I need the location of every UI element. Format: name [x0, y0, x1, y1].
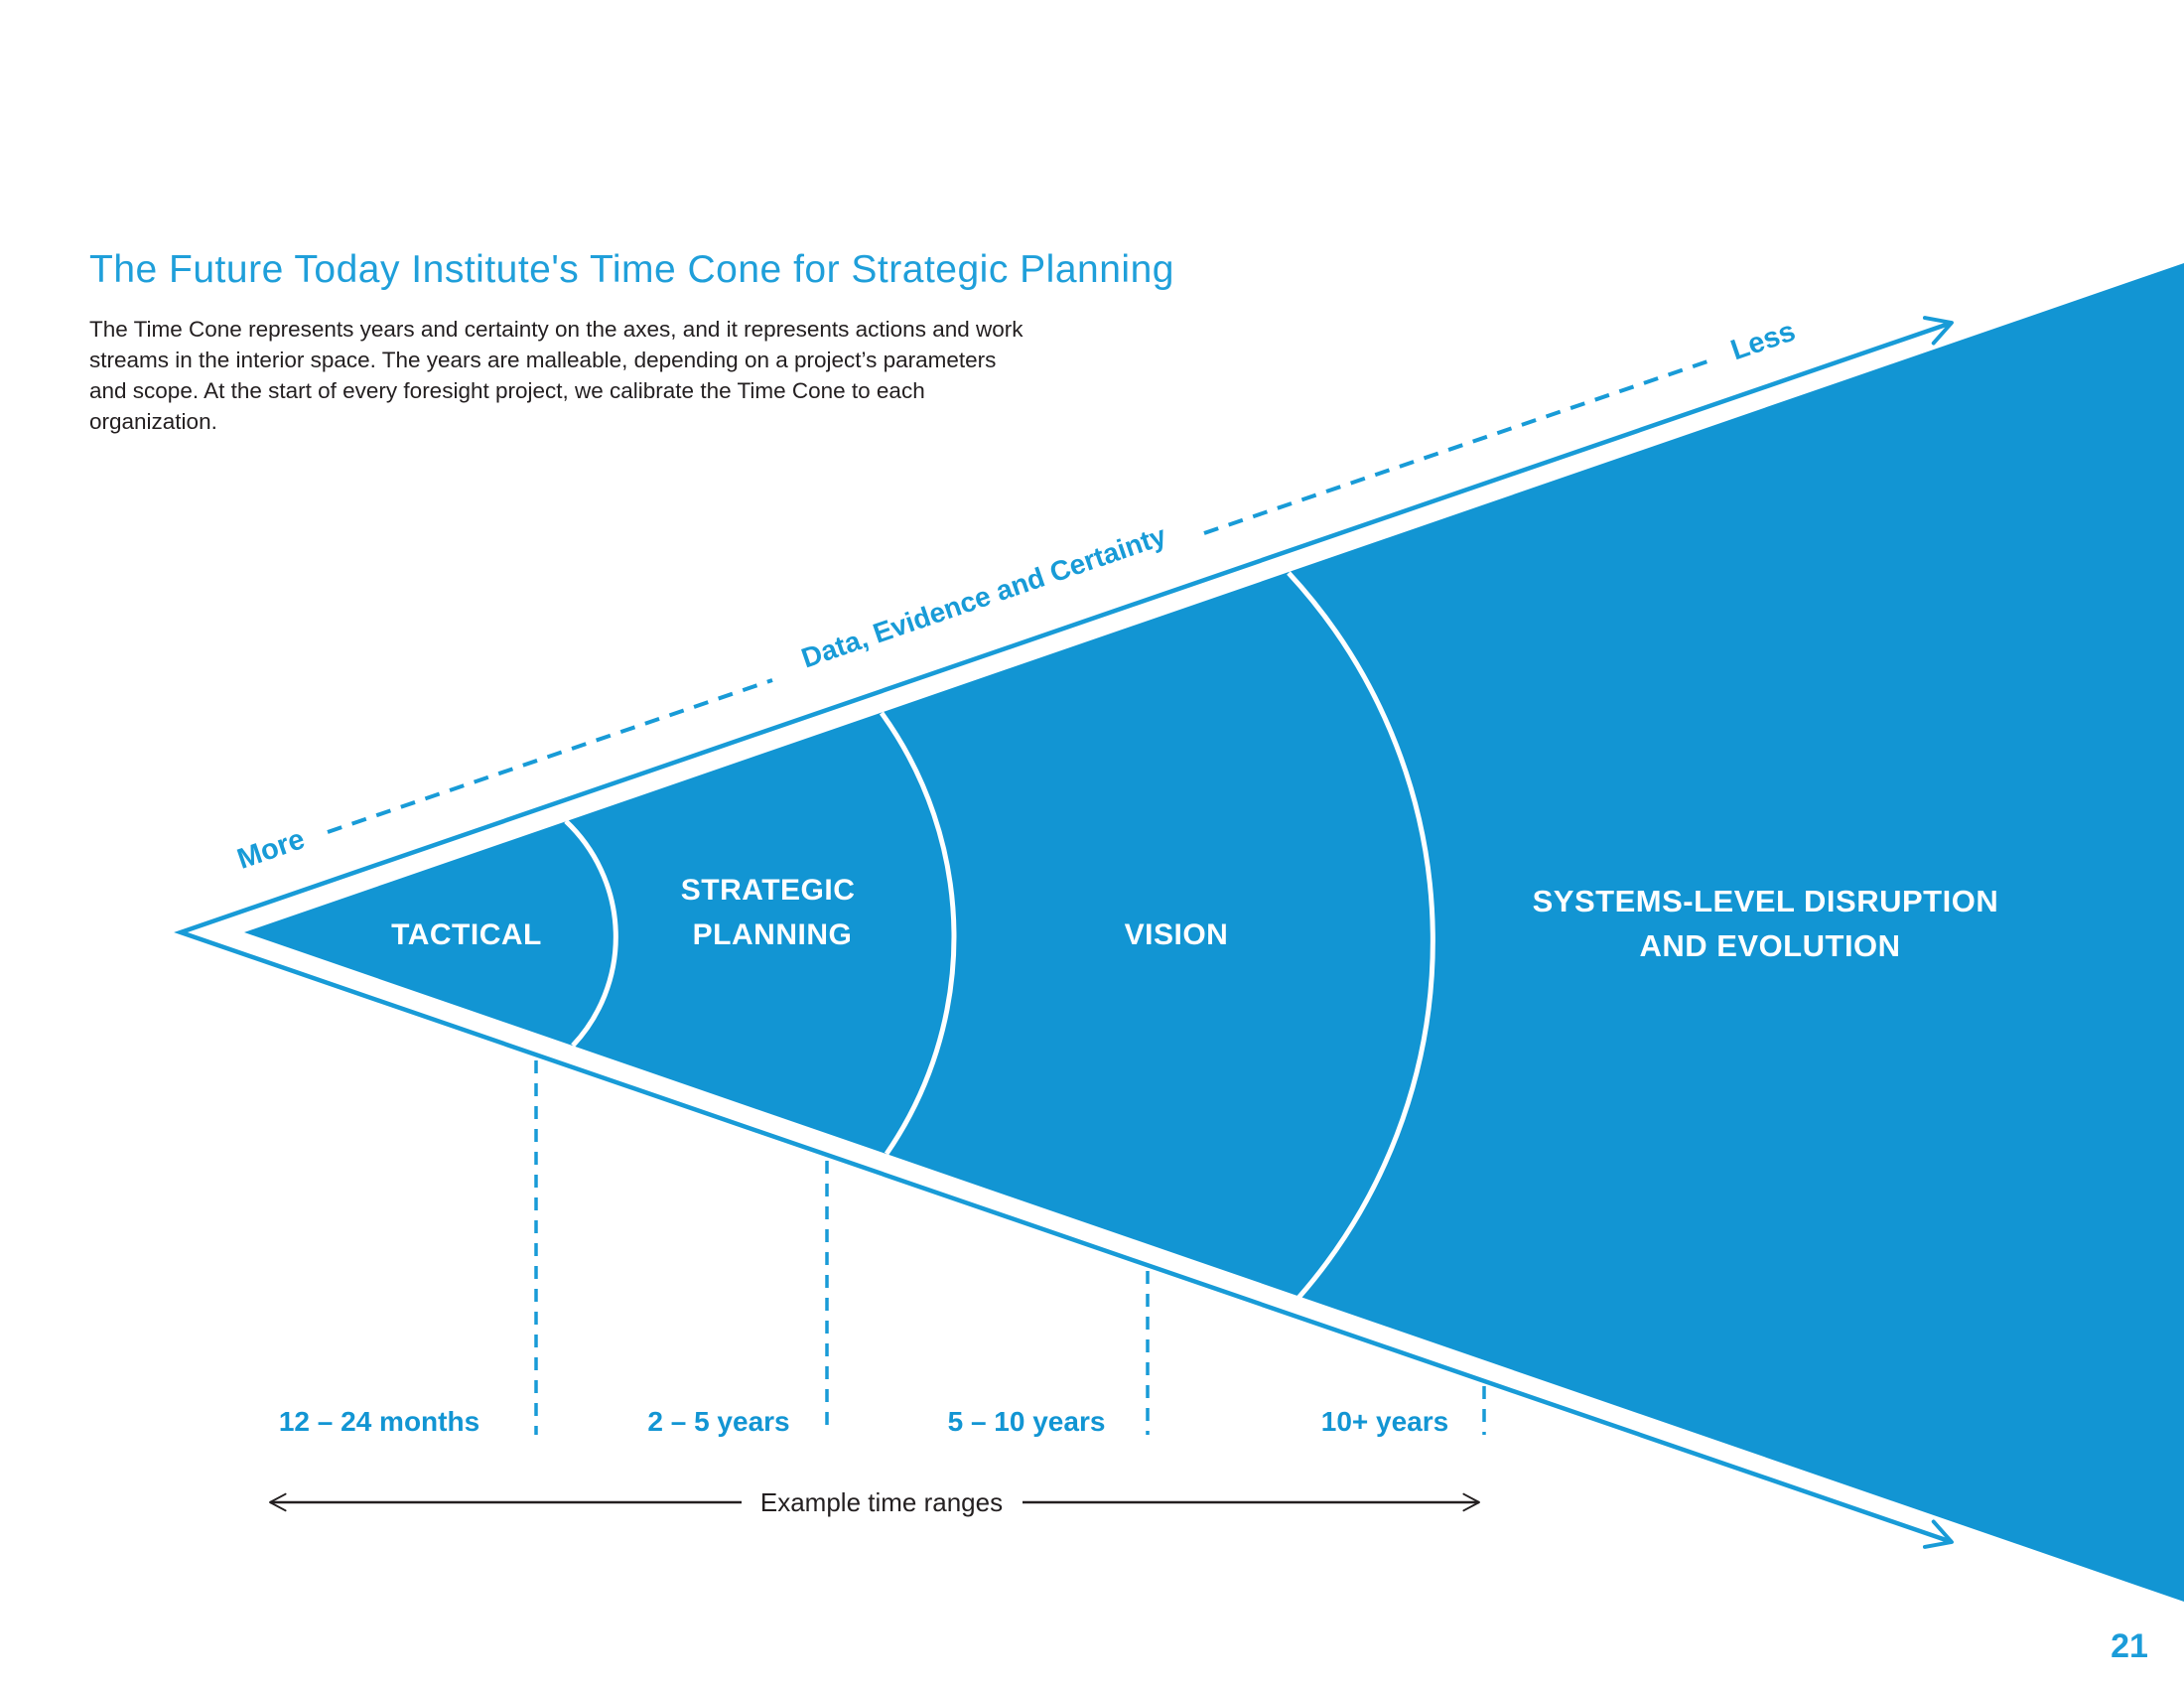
cone-section-label-tactical: TACTICAL — [391, 918, 542, 951]
page-title: The Future Today Institute's Time Cone f… — [89, 248, 1174, 291]
time-range-label-1: 12 – 24 months — [279, 1406, 479, 1437]
section-divider-arc-2 — [879, 711, 957, 1156]
example-range-label: Example time ranges — [760, 1487, 1003, 1517]
page-intro-paragraph: The Time Cone represents years and certa… — [89, 317, 1024, 434]
section-divider-arc-1 — [564, 819, 618, 1048]
cone-outline-arrows — [174, 316, 1954, 1549]
cone-section-label-line: PLANNING — [693, 918, 853, 951]
certainty-axis-dashed-right — [1203, 358, 1711, 535]
cone-section-label-line: AND EVOLUTION — [1639, 928, 1900, 963]
axis-more-label: More — [233, 823, 309, 876]
time-range-label-3: 5 – 10 years — [948, 1406, 1106, 1437]
time-range-label-2: 2 – 5 years — [647, 1406, 789, 1437]
cone-shape — [244, 263, 2184, 1602]
cone-section-label-vision: VISION — [1125, 918, 1229, 951]
certainty-axis-dashed-left — [327, 678, 773, 834]
axis-less-label: Less — [1727, 316, 1800, 367]
page-number: 21 — [2111, 1627, 2148, 1665]
section-divider-arc-3 — [1287, 571, 1435, 1300]
time-range-label-4: 10+ years — [1321, 1406, 1448, 1437]
cone-section-label-systems-disruption: SYSTEMS-LEVEL DISRUPTION AND EVOLUTION — [1533, 884, 2008, 963]
cone-section-label-line: STRATEGIC — [681, 874, 856, 907]
cone-section-label-strategic-planning: STRATEGIC PLANNING — [681, 874, 864, 951]
cone-section-label-line: SYSTEMS-LEVEL DISRUPTION — [1533, 884, 1999, 918]
